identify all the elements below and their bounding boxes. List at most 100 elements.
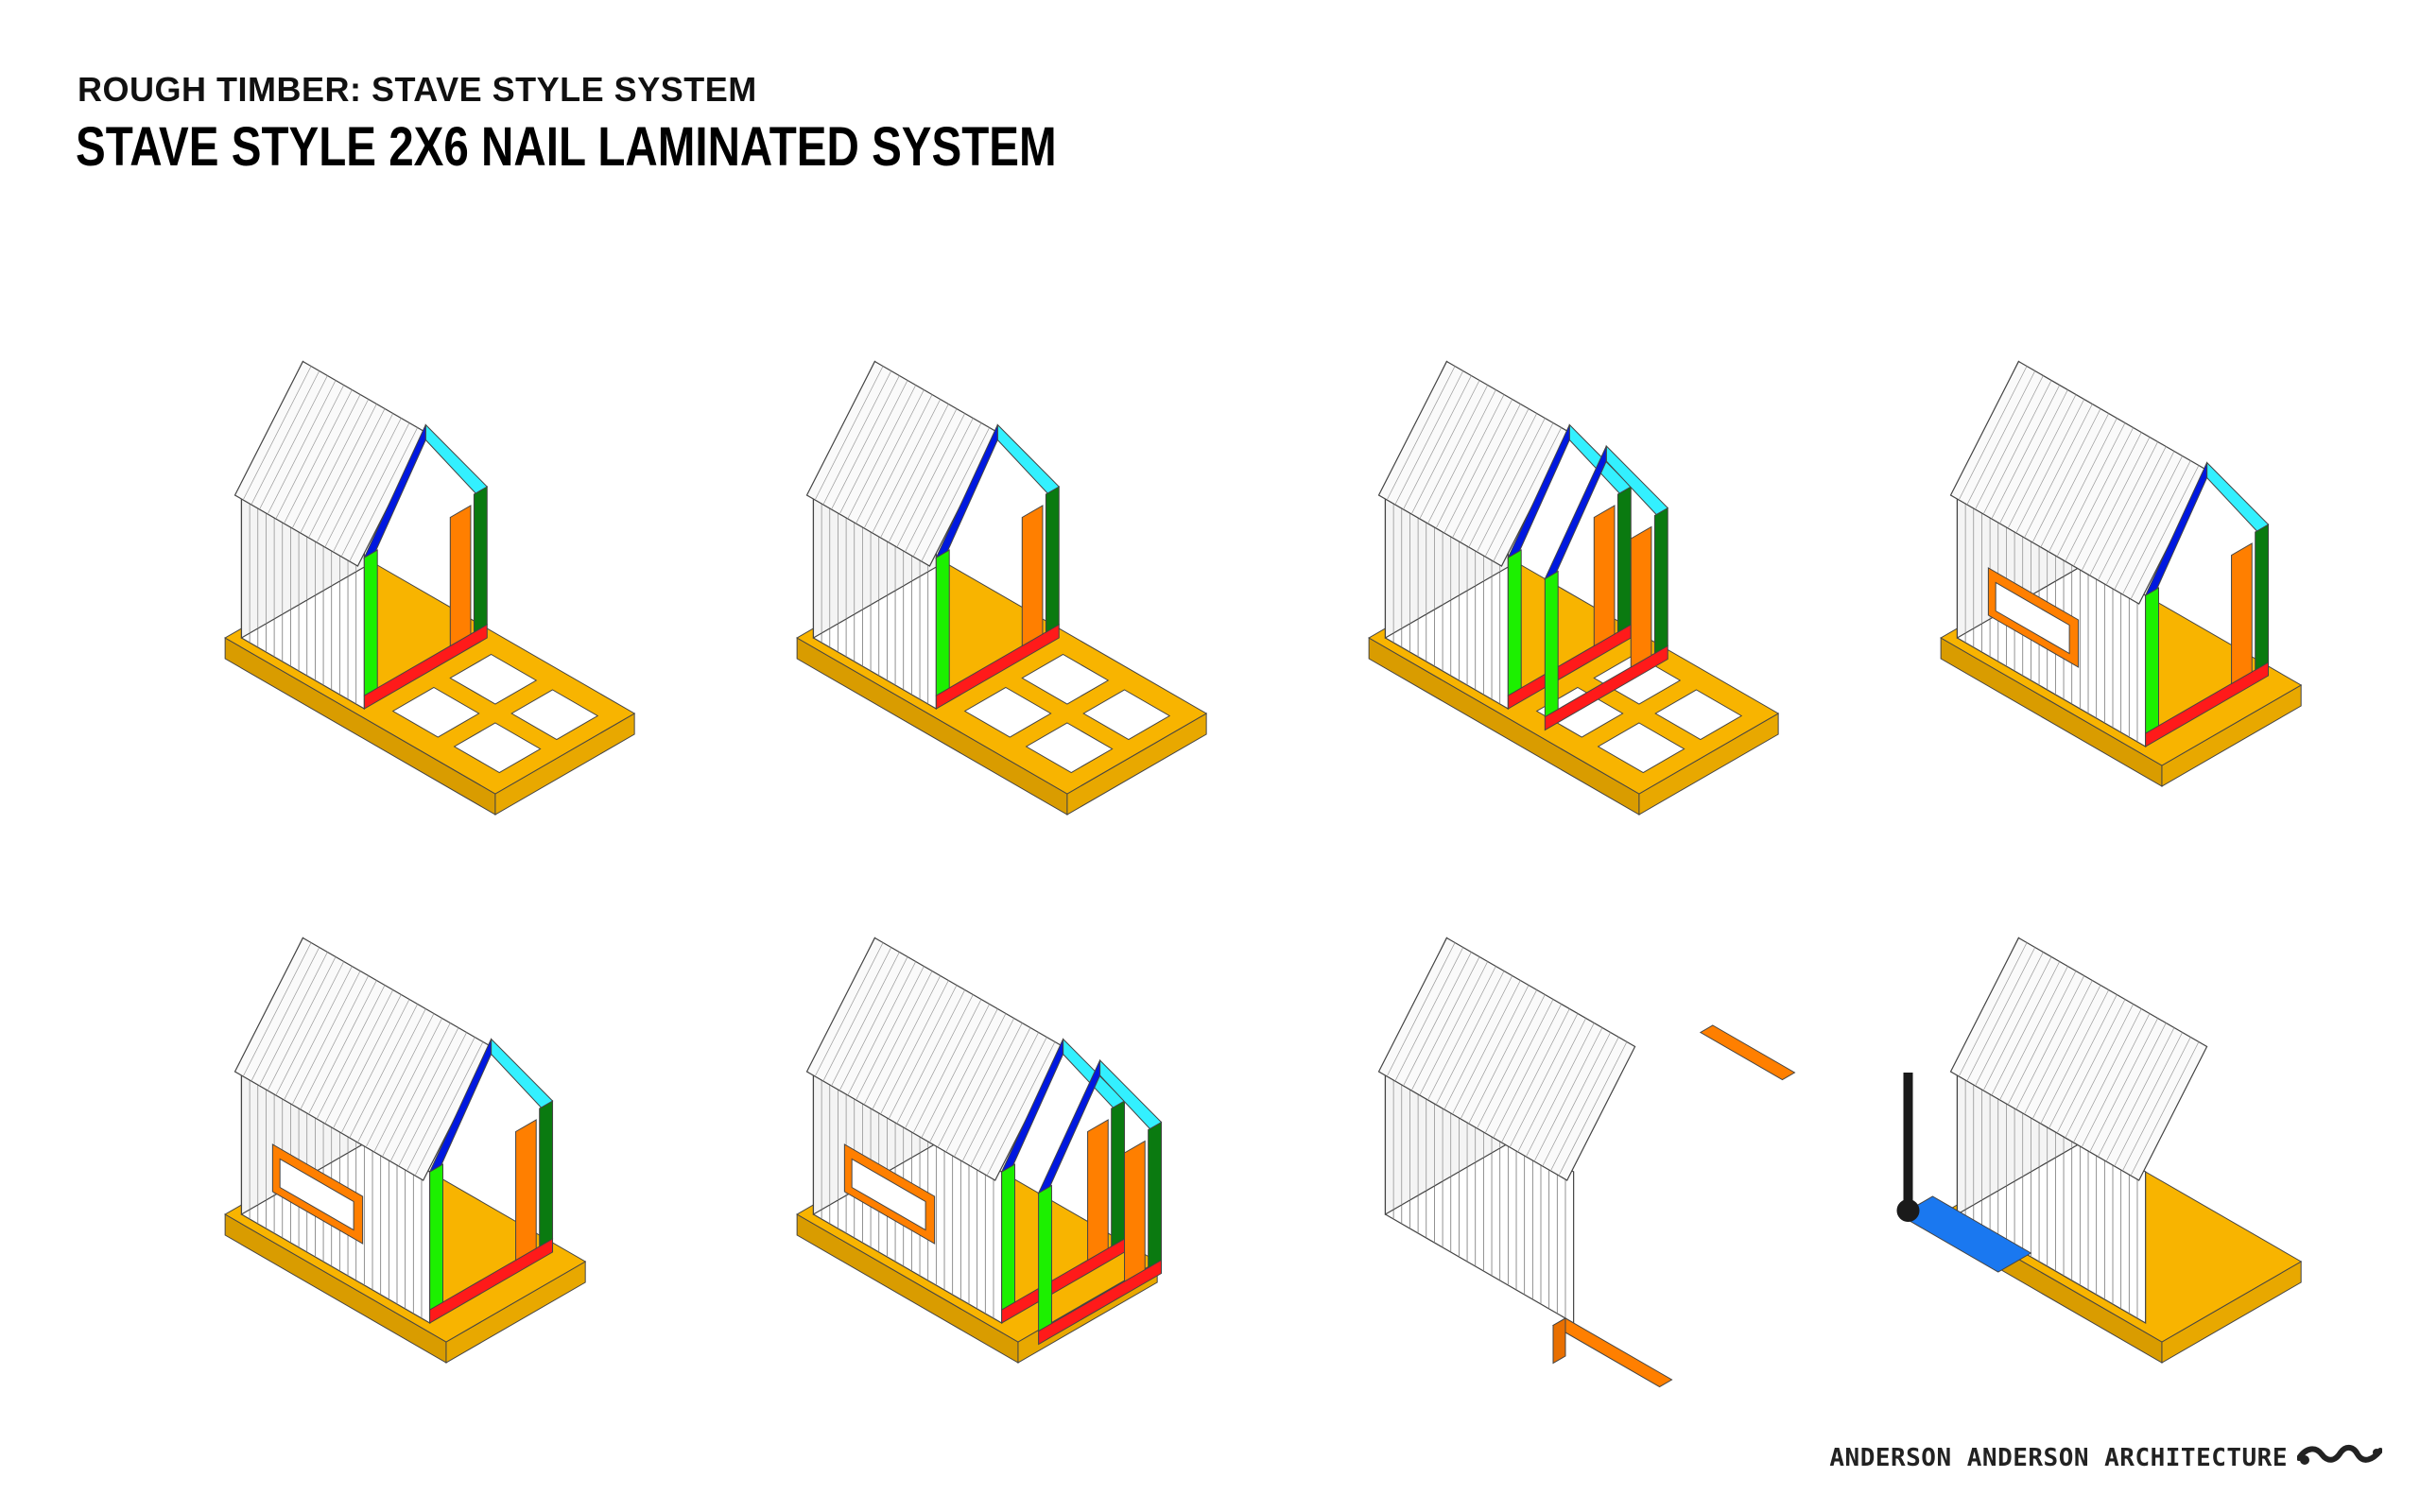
roof-board	[1550, 1037, 1619, 1172]
roof-board	[1443, 975, 1513, 1110]
rafter-left	[2206, 461, 2270, 532]
roof-board	[1991, 385, 2061, 520]
roof-board	[357, 1008, 426, 1143]
post-left	[2255, 524, 2270, 671]
diagram-subtitle: ROUGH TIMBER: STAVE STYLE SYSTEM	[78, 70, 757, 109]
pallet-opening	[1597, 722, 1685, 774]
assembly-step-1	[113, 227, 681, 832]
roof-board	[1526, 1022, 1595, 1158]
pallet-opening	[1025, 722, 1114, 774]
roof-board	[970, 1032, 1039, 1167]
roof-board	[2105, 451, 2175, 586]
roof-board	[888, 408, 958, 543]
rafter-right	[428, 1039, 493, 1174]
roof-board	[1999, 389, 2068, 524]
roof-board	[308, 980, 377, 1115]
roof-board	[1435, 971, 1505, 1106]
roof-board	[921, 1004, 990, 1139]
roof-slope	[805, 936, 1064, 1181]
roof-board	[2081, 437, 2151, 572]
roof-board	[1484, 422, 1554, 558]
pallet-opening	[963, 686, 1052, 738]
roof-board	[1419, 961, 1489, 1096]
post-right	[363, 549, 378, 696]
pallet-opening	[449, 653, 538, 705]
frame-jamb	[449, 505, 472, 647]
roof-board	[1493, 427, 1562, 562]
roof-board	[905, 418, 974, 553]
roof-board	[284, 389, 353, 524]
roof-board	[1558, 1041, 1628, 1177]
post-right	[429, 1163, 443, 1311]
roof-board	[2015, 975, 2085, 1110]
roof-board	[2098, 446, 2167, 581]
roof-board	[275, 961, 345, 1096]
rafter-right	[1000, 1039, 1064, 1174]
roof-board	[1999, 966, 2068, 1101]
bench-leg	[1552, 1317, 1566, 1365]
brand-logo-icon	[2296, 1441, 2383, 1474]
roof-board	[2048, 418, 2118, 553]
assembly-step-5-drawing	[224, 936, 587, 1364]
assembly-step-6	[685, 803, 1253, 1408]
post-right	[1001, 1163, 1015, 1311]
roof-slope	[233, 936, 493, 1181]
post-left	[1045, 486, 1060, 633]
post-right	[2145, 587, 2159, 734]
roof-slope	[1377, 936, 1636, 1181]
roof-board	[340, 999, 410, 1134]
roof-board	[1460, 408, 1530, 543]
assembly-step-5	[113, 803, 681, 1408]
roof-board	[822, 370, 892, 506]
rafter-right	[363, 424, 426, 559]
rafter-left	[996, 423, 1061, 494]
roof-board	[406, 1037, 475, 1172]
roof-board	[333, 994, 402, 1129]
roof-board	[1542, 1032, 1611, 1167]
firm-brand: ANDERSON ANDERSON ARCHITECTURE	[1829, 1441, 2383, 1474]
bench-seat	[1551, 1317, 1673, 1388]
roof-board	[880, 980, 949, 1115]
roof-board	[2065, 1004, 2134, 1139]
roof-board	[1975, 375, 2044, 510]
post-right	[1544, 570, 1559, 718]
rafter-left	[491, 1038, 554, 1108]
roof-board	[1533, 1027, 1603, 1162]
pallet-jack-wheel	[1896, 1199, 1920, 1222]
roof-slope	[1949, 360, 2208, 605]
roof-board	[1410, 956, 1480, 1091]
roof-board	[2105, 1027, 2175, 1162]
roof-board	[831, 952, 900, 1087]
roof-board	[259, 375, 328, 510]
roof-board	[1394, 947, 1464, 1082]
roof-board	[1443, 399, 1513, 534]
post-left	[1111, 1100, 1126, 1247]
roof-board	[2015, 399, 2085, 534]
roof-board	[382, 1022, 451, 1158]
roof-board	[2122, 1037, 2191, 1172]
roof-board	[1452, 404, 1521, 539]
roof-board	[863, 394, 933, 529]
roof-board	[414, 1041, 484, 1177]
assembly-step-2-drawing	[796, 360, 1208, 816]
pallet-opening	[1021, 653, 1110, 705]
roof-slope	[1949, 936, 2208, 1181]
roof-board	[2040, 989, 2109, 1125]
roof-board	[324, 989, 393, 1125]
assembly-step-4-drawing	[1940, 360, 2303, 787]
roof-board	[1493, 1004, 1562, 1139]
roof-board	[847, 385, 917, 520]
roof-board	[929, 1008, 998, 1143]
roof-board	[1509, 1013, 1579, 1148]
frame-jamb	[515, 1119, 537, 1262]
roof-board	[856, 389, 925, 524]
roof-board	[838, 380, 908, 515]
roof-board	[2056, 422, 2126, 558]
roof-board	[872, 399, 942, 534]
roof-board	[1386, 366, 1456, 501]
roof-board	[1452, 980, 1521, 1115]
roof-board	[2089, 1018, 2158, 1153]
roof-board	[2024, 404, 2093, 539]
post-right	[1507, 549, 1522, 696]
roof-board	[1982, 380, 2052, 515]
